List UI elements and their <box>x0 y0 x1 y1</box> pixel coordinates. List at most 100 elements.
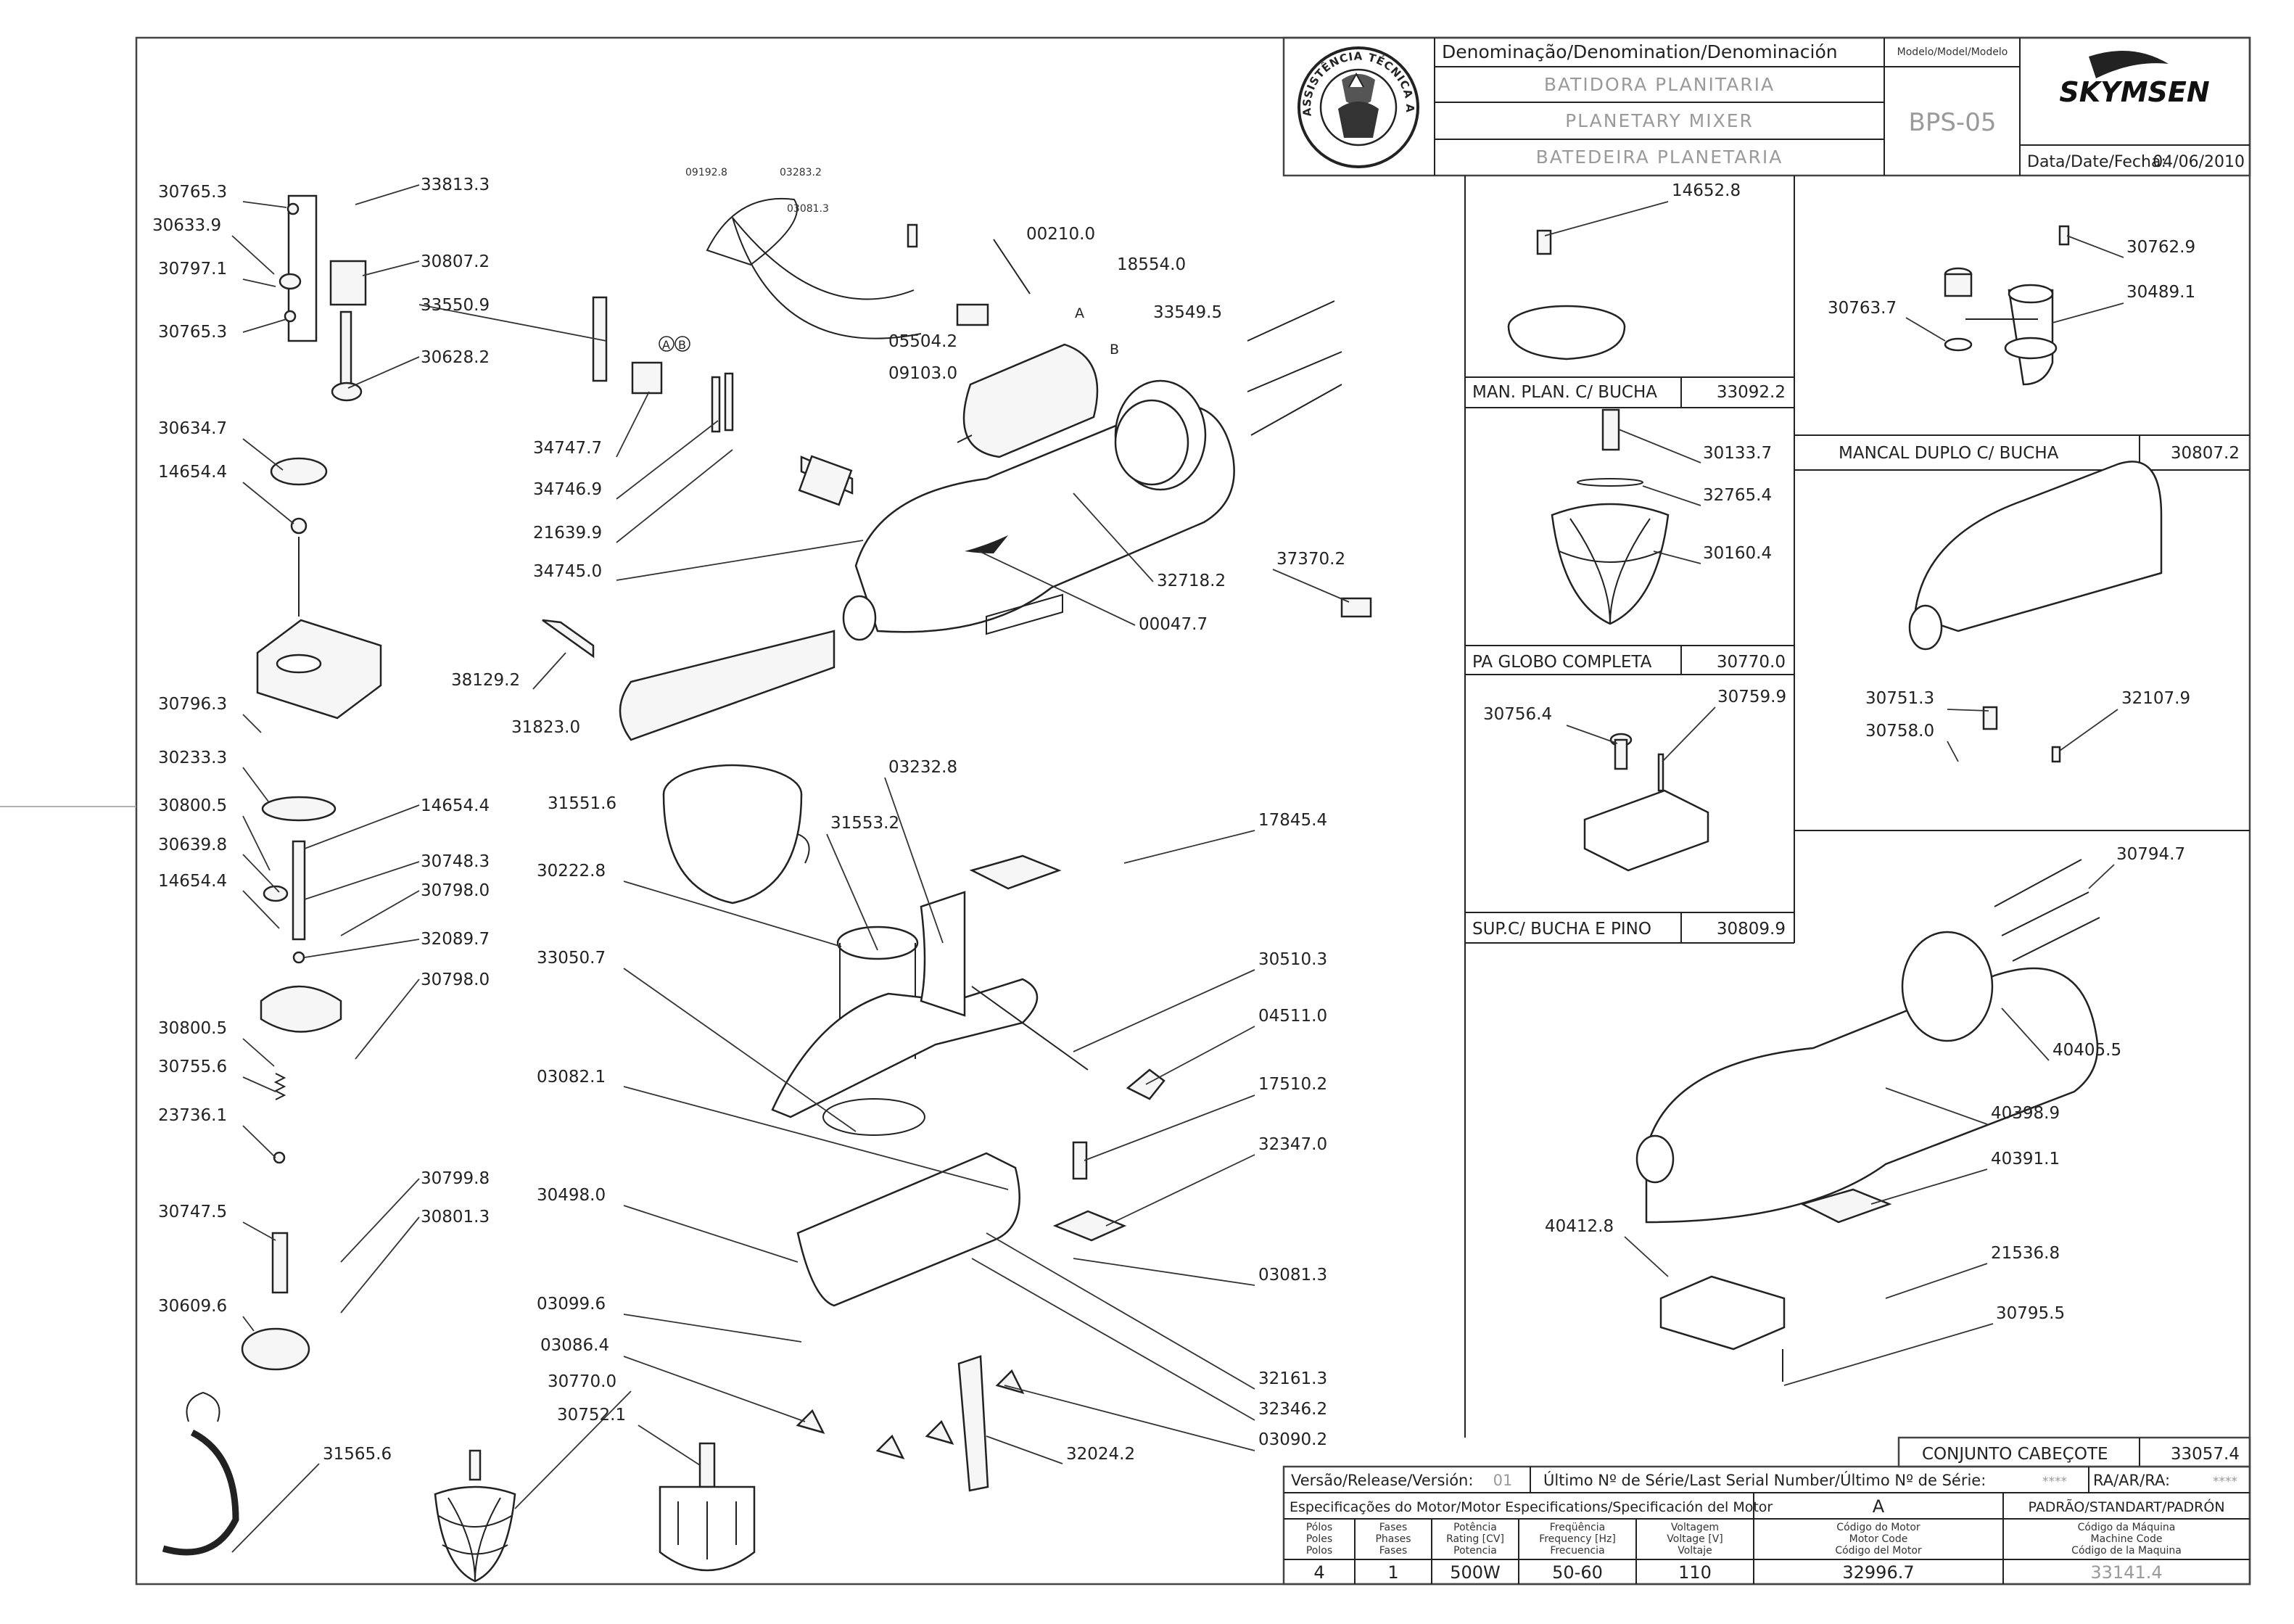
label-40405-5: 40405.5 <box>2052 1041 2121 1060</box>
svg-text:Código do Motor: Código do Motor <box>1836 1522 1920 1533</box>
label-30233-3: 30233.3 <box>158 749 227 767</box>
svg-text:Phases: Phases <box>1375 1533 1411 1545</box>
label-00210-0: 00210.0 <box>1026 225 1095 244</box>
label-30800-5a: 30800.5 <box>158 796 227 815</box>
label-03081-3a: 03081.3 <box>787 203 829 215</box>
label-30797-1: 30797.1 <box>158 260 227 279</box>
label-03081-3b: 03081.3 <box>1258 1266 1327 1285</box>
label-30801-3: 30801.3 <box>421 1208 490 1227</box>
subassembly-panels: MAN. PLAN. C/ BUCHA 33092.2 MANCAL DUPLO… <box>1464 176 2250 1438</box>
leader-line <box>304 939 420 958</box>
spec-col-phases: Fases Phases Fases 1 <box>1375 1522 1411 1583</box>
bottom-title-block: CONJUNTO CABEÇOTE 33057.4 Versão/Release… <box>1282 1436 2251 1586</box>
leader-line <box>986 1435 1063 1464</box>
label-30763-7: 30763.7 <box>1828 299 1897 318</box>
subassembly-code-2: 30807.2 <box>2171 444 2240 463</box>
base-column <box>771 891 1039 1307</box>
leader-line <box>1073 1258 1255 1286</box>
leader-line <box>1624 1236 1669 1277</box>
leader-line <box>2052 302 2124 323</box>
svg-text:Fases: Fases <box>1379 1545 1408 1557</box>
label-30498-0: 30498.0 <box>537 1186 606 1205</box>
ring-30233 <box>261 796 337 822</box>
subassembly-code-3: 30770.0 <box>1717 653 1786 672</box>
label-34745-0: 34745.0 <box>533 562 602 581</box>
bracket-letter-b: B <box>678 338 686 352</box>
leader-line <box>242 854 280 893</box>
svg-text:Frecuencia: Frecuencia <box>1550 1545 1604 1557</box>
rating-value: 500W <box>1450 1562 1501 1583</box>
label-30752-1: 30752.1 <box>557 1406 626 1425</box>
double-bearing-30807 <box>1944 225 2070 386</box>
leader-line <box>616 420 719 500</box>
standard-label: PADRÃO/STANDART/PADRÓN <box>2028 1498 2224 1515</box>
leader-line <box>623 968 857 1132</box>
leader-line <box>1870 1168 1988 1205</box>
plate-32347 <box>1052 1210 1127 1242</box>
leader-lines <box>231 184 2124 1553</box>
leader-line <box>616 449 733 543</box>
guard-38129 <box>542 619 595 659</box>
part-drawings <box>162 194 2163 1583</box>
svg-text:Fases: Fases <box>1379 1522 1408 1533</box>
leader-line <box>978 551 1136 626</box>
subassembly-code-1: 33092.2 <box>1717 383 1786 402</box>
label-32765-4: 32765.4 <box>1703 486 1772 505</box>
leader-line <box>355 184 420 205</box>
label-34746-9: 34746.9 <box>533 480 602 499</box>
label-30798-0b: 30798.0 <box>421 970 490 989</box>
leader-line <box>1544 201 1669 236</box>
leader-line <box>623 1086 1009 1190</box>
leader-line <box>304 804 420 849</box>
leader-line <box>1885 1263 1988 1299</box>
leader-line <box>242 1125 276 1158</box>
spec-col-rating: Potência Rating [CV] Potencia 500W <box>1446 1522 1504 1583</box>
leader-line <box>340 890 420 936</box>
label-03090-2: 03090.2 <box>1258 1430 1327 1449</box>
label-30510-3: 30510.3 <box>1258 950 1327 969</box>
whisk-30770 <box>434 1449 516 1583</box>
leader-line <box>1272 569 1350 603</box>
leader-line <box>623 881 842 947</box>
svg-text:Polos: Polos <box>1306 1545 1332 1557</box>
label-32024-2: 32024.2 <box>1066 1445 1135 1464</box>
svg-text:ASSISTÊNCIA TÉCNICA AUTORIZADA: ASSISTÊNCIA TÉCNICA AUTORIZADA <box>0 0 1416 117</box>
spec-col-machine-code: Código da Máquina Machine Code Código de… <box>2071 1522 2182 1583</box>
leader-line <box>242 438 284 471</box>
label-40412-8: 40412.8 <box>1545 1217 1614 1236</box>
leader-line <box>532 652 566 690</box>
title-block: ASSISTÊNCIA TÉCNICA AUTORIZADA Denominaç… <box>0 0 2251 177</box>
label-03086-4: 03086.4 <box>540 1336 609 1355</box>
label-40398-9: 40398.9 <box>1991 1104 2060 1123</box>
label-30800-5b: 30800.5 <box>158 1019 227 1038</box>
date-label: Data/Date/Fecha: <box>2027 153 2166 171</box>
label-17845-4: 17845.4 <box>1258 811 1327 830</box>
subassembly-name-2: MANCAL DUPLO C/ BUCHA <box>1839 444 2059 463</box>
label-30747-5: 30747.5 <box>158 1203 227 1221</box>
label-30765-3a: 30765.3 <box>158 183 227 202</box>
head-housing <box>842 379 1235 641</box>
date-value: 04/06/2010 <box>2153 153 2245 171</box>
leader-line <box>242 279 276 287</box>
label-17510-2: 17510.2 <box>1258 1075 1327 1094</box>
label-14654-4a: 14654.4 <box>158 463 227 482</box>
svg-text:Freqüência: Freqüência <box>1550 1522 1606 1533</box>
version-label: Versão/Release/Versión: <box>1291 1472 1473 1489</box>
label-30796-3: 30796.3 <box>158 695 227 714</box>
denomination-header: Denominação/Denomination/Denominación <box>1442 41 1838 62</box>
leader-line <box>616 391 650 458</box>
label-33050-7: 33050.7 <box>537 949 606 968</box>
leader-line <box>242 767 269 802</box>
label-33813-3: 33813.3 <box>421 176 490 194</box>
label-32718-2: 32718.2 <box>1157 572 1226 590</box>
leader-line <box>2066 235 2124 258</box>
leader-line <box>242 201 287 208</box>
label-37370-2: 37370.2 <box>1276 550 1345 569</box>
label-30628-2: 30628.2 <box>421 348 490 367</box>
leader-line <box>1662 706 1716 762</box>
name-pt: BATEDEIRA PLANETARIA <box>1536 147 1783 168</box>
phases-value: 1 <box>1387 1562 1398 1583</box>
label-21639-9: 21639.9 <box>533 524 602 543</box>
spec-col-voltage: Voltagem Voltage [V] Voltaje 110 <box>1667 1522 1722 1583</box>
leader-line <box>340 1216 420 1314</box>
